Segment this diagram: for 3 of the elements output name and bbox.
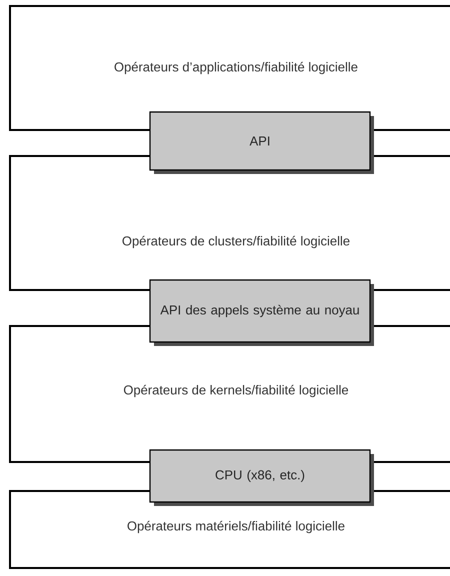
interface-box: API xyxy=(149,111,374,174)
interface-box: API des appels système au noyau xyxy=(149,279,374,346)
interface-box: CPU (x86, etc.) xyxy=(149,449,374,506)
